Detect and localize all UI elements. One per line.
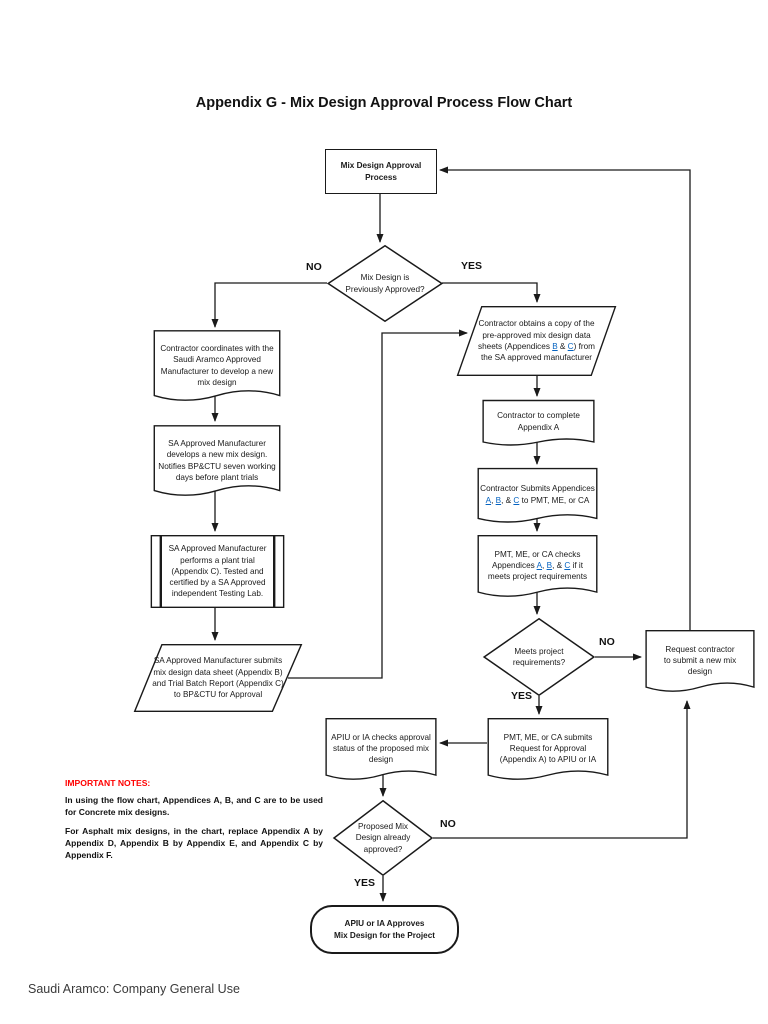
text-segment: ) from the SA approved manufacturer <box>480 342 595 363</box>
text-segment: PMT, ME, or CA checks Appendices <box>491 549 581 570</box>
node-label: Mix Design Approval Process <box>340 161 422 182</box>
node-label: Contractor Submits Appendices A, B, & C … <box>479 482 596 507</box>
node-apiu-checks-status: APIU or IA checks approval status of the… <box>325 718 437 786</box>
document-shape <box>477 468 598 528</box>
appendix-link[interactable]: C <box>513 495 520 505</box>
node-label: APIU or IA checks approval status of the… <box>331 732 431 765</box>
text-segment: Contractor obtains a copy of the pre-app… <box>478 319 595 351</box>
text-segment: , & <box>552 560 565 570</box>
edge-decision1-no <box>211 282 327 328</box>
text-segment: & <box>557 342 568 351</box>
text-segment: , <box>542 560 547 570</box>
notes-heading: IMPORTANT NOTES: <box>65 778 151 788</box>
important-notes: IMPORTANT NOTES: In using the flow chart… <box>65 778 323 862</box>
edge-label-yes: YES <box>354 877 376 889</box>
node-label: Mix Design is Previously Approved? <box>345 273 425 294</box>
node-manufacturer-develops: SA Approved Manufacturer develops a new … <box>153 425 281 503</box>
page-title: Appendix G - Mix Design Approval Process… <box>195 95 573 111</box>
edge-l4-to-r1 <box>288 329 468 679</box>
appendix-link[interactable]: C <box>567 342 574 351</box>
node-manufacturer-submits: SA Approved Manufacturer submits mix des… <box>133 644 303 712</box>
appendix-link[interactable]: A <box>536 560 543 570</box>
node-apiu-approves: APIU or IA Approves Mix Design for the P… <box>310 905 459 954</box>
node-label: Meets project requirements? <box>512 646 566 667</box>
node-start: Mix Design Approval Process <box>325 149 437 194</box>
diamond-shape <box>483 618 595 696</box>
node-contractor-obtains-copy: Contractor obtains a copy of the pre-app… <box>456 306 617 376</box>
node-decision-previously-approved: Mix Design is Previously Approved? <box>327 245 443 322</box>
notes-paragraph-asphalt: For Asphalt mix designs, in the chart, r… <box>65 825 323 861</box>
node-label: Contractor coordinates with the Saudi Ar… <box>160 343 274 387</box>
document-shape <box>482 400 595 450</box>
node-contractor-submits-appendices: Contractor Submits Appendices A, B, & C … <box>477 468 598 528</box>
appendix-link[interactable]: B <box>546 560 553 570</box>
document-shape <box>153 425 281 503</box>
edge-label-yes: YES <box>511 690 533 702</box>
node-request-new-mix-design: Request contractor to submit a new mix d… <box>645 630 755 698</box>
node-contractor-coordinates: Contractor coordinates with the Saudi Ar… <box>153 330 281 408</box>
document-shape <box>477 535 598 603</box>
appendix-link[interactable]: B <box>495 495 502 505</box>
node-decision-already-approved: Proposed Mix Design already approved? <box>333 800 433 876</box>
node-decision-meets-requirements: Meets project requirements? <box>483 618 595 696</box>
node-label: PMT, ME, or CA submits Request for Appro… <box>499 732 597 765</box>
edge-loop-to-start <box>439 166 691 630</box>
node-label: PMT, ME, or CA checks Appendices A, B, &… <box>487 548 588 584</box>
node-label: SA Approved Manufacturer develops a new … <box>158 438 276 482</box>
diamond-shape <box>327 245 443 322</box>
node-label: SA Approved Manufacturer performs a plan… <box>168 544 267 599</box>
edge-label-no: NO <box>440 818 456 830</box>
node-label: SA Approved Manufacturer submits mix des… <box>152 656 284 700</box>
document-shape <box>645 630 755 698</box>
node-pmt-checks-appendices: PMT, ME, or CA checks Appendices A, B, &… <box>477 535 598 603</box>
edge-label-no: NO <box>306 261 322 273</box>
text-segment: Contractor Submits Appendices <box>480 484 595 494</box>
parallelogram-shape <box>456 306 617 376</box>
document-shape <box>487 718 609 786</box>
text-segment: to PMT, ME, or CA <box>519 495 590 505</box>
predefined-process-shape <box>150 535 285 608</box>
node-plant-trial: SA Approved Manufacturer performs a plan… <box>150 535 285 608</box>
node-label: Contractor to complete Appendix A <box>497 411 580 432</box>
edge-decision1-yes <box>442 282 541 303</box>
document-shape <box>153 330 281 408</box>
edge-label-yes: YES <box>461 260 483 272</box>
node-label: APIU or IA Approves Mix Design for the P… <box>334 919 435 940</box>
diamond-shape <box>333 800 433 876</box>
appendix-link[interactable]: A <box>485 495 492 505</box>
node-label: Request contractor to submit a new mix d… <box>663 644 737 677</box>
text-segment: , & <box>501 495 514 505</box>
appendix-link[interactable]: B <box>552 342 558 351</box>
parallelogram-shape <box>133 644 303 712</box>
text-segment: if it meets project requirements <box>487 560 588 582</box>
text-segment: , <box>491 495 496 505</box>
node-pmt-submits-request: PMT, ME, or CA submits Request for Appro… <box>487 718 609 786</box>
edge-decision3-no <box>433 700 691 839</box>
edge-label-no: NO <box>599 636 615 648</box>
node-label: Proposed Mix Design already approved? <box>355 822 411 854</box>
node-label: Contractor obtains a copy of the pre-app… <box>477 317 596 364</box>
node-complete-appendix-a: Contractor to complete Appendix A <box>482 400 595 450</box>
notes-paragraph-concrete: In using the flow chart, Appendices A, B… <box>65 795 323 818</box>
document-shape <box>325 718 437 786</box>
classification-footer: Saudi Aramco: Company General Use <box>28 982 240 996</box>
appendix-link[interactable]: C <box>564 560 571 570</box>
